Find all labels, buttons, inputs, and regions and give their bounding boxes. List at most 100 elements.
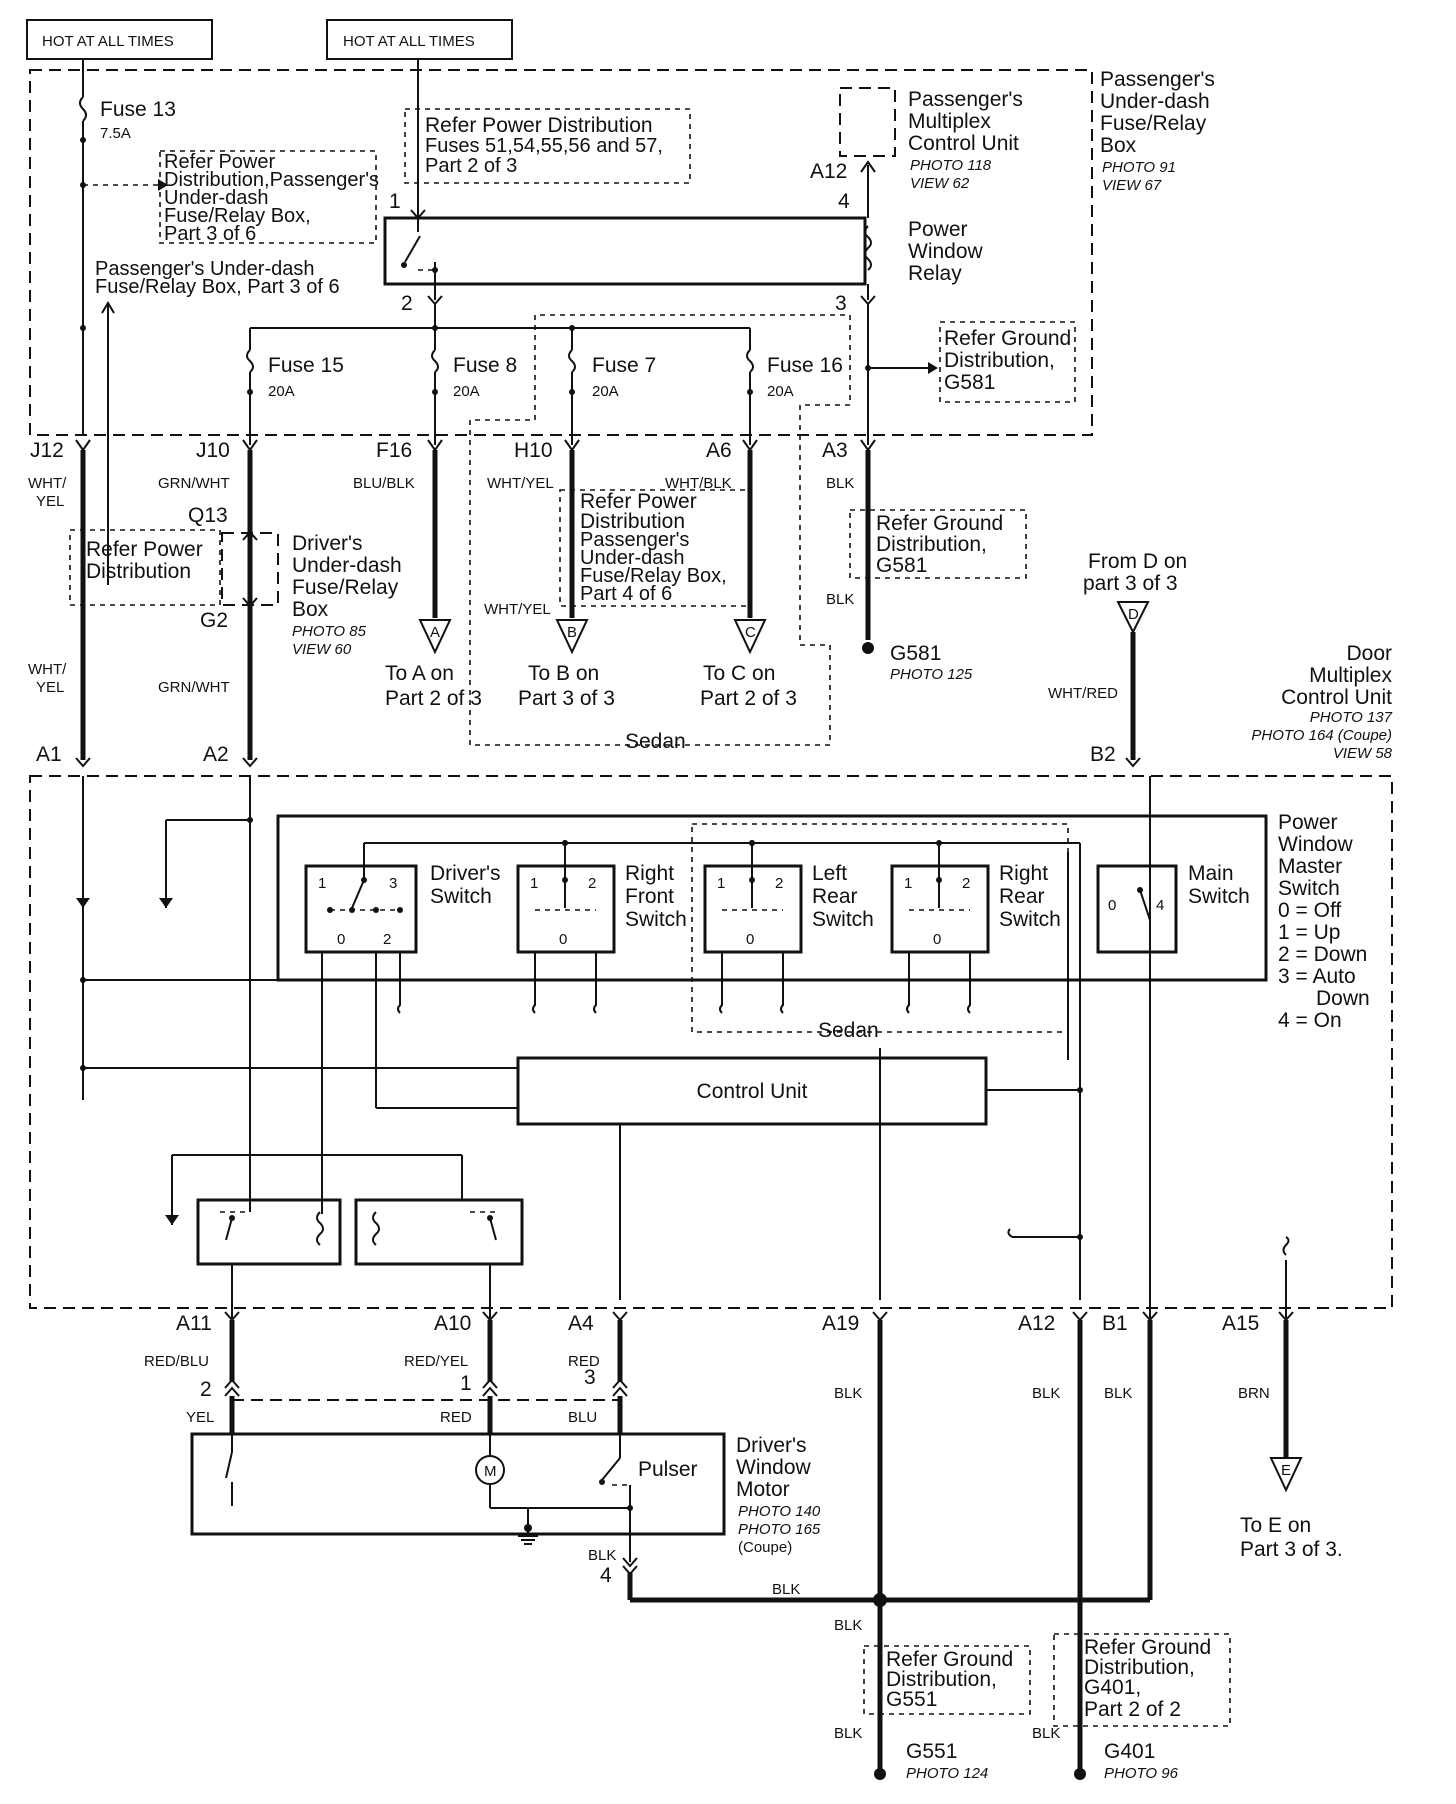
svg-text:Power: Power [908, 218, 968, 241]
control-unit: Control Unit [516, 1056, 988, 1126]
svg-text:3: 3 [835, 292, 847, 315]
svg-text:Right: Right [625, 862, 674, 885]
svg-text:Rear: Rear [812, 885, 858, 908]
svg-text:Box: Box [292, 598, 329, 621]
svg-text:3: 3 [584, 1366, 596, 1389]
svg-text:A4: A4 [568, 1312, 594, 1335]
svg-text:G581: G581 [876, 554, 927, 577]
svg-text:PHOTO 137: PHOTO 137 [1310, 709, 1393, 726]
svg-text:Part 3 of 6: Part 3 of 6 [164, 223, 256, 245]
svg-text:2: 2 [383, 931, 391, 948]
svg-text:Part 2 of 3: Part 2 of 3 [700, 687, 797, 710]
svg-text:G581: G581 [890, 642, 941, 665]
svg-text:Switch: Switch [625, 908, 687, 931]
svg-text:A3: A3 [822, 439, 848, 462]
svg-text:G401,: G401, [1084, 1676, 1141, 1699]
svg-text:Window: Window [908, 240, 984, 263]
svg-text:To C on: To C on [703, 662, 775, 685]
svg-text:G2: G2 [200, 609, 228, 632]
under-dash-box-label: Passenger's Under-dash Fuse/Relay Box PH… [1100, 68, 1215, 194]
fuse-13: Fuse 13 7.5A [79, 59, 176, 435]
svg-text:Master: Master [1278, 855, 1342, 878]
hot-label-left: HOT AT ALL TIMES [26, 19, 213, 60]
svg-text:A: A [430, 624, 440, 641]
refer-ground-g581-mid: Refer Ground Distribution, G581 [849, 509, 1027, 579]
svg-text:G581: G581 [944, 371, 995, 394]
connector-c: C To C on Part 2 of 3 [700, 619, 797, 710]
svg-text:3 = Auto: 3 = Auto [1278, 965, 1356, 988]
svg-text:(Coupe): (Coupe) [738, 1539, 792, 1556]
svg-text:Multiplex: Multiplex [908, 110, 991, 133]
switch-panel [276, 814, 1268, 982]
svg-text:Refer Power: Refer Power [580, 490, 697, 513]
svg-text:1: 1 [530, 875, 538, 892]
svg-text:Refer Ground: Refer Ground [1084, 1636, 1211, 1659]
svg-text:1: 1 [460, 1372, 472, 1395]
motor-relay-left [196, 1198, 342, 1266]
refer-ground-g551: Refer Ground Distribution, G551 [863, 1645, 1031, 1715]
svg-text:Sedan: Sedan [818, 1019, 879, 1042]
svg-text:Switch: Switch [1278, 877, 1340, 900]
svg-text:20A: 20A [767, 383, 794, 400]
svg-text:J12: J12 [30, 439, 64, 462]
svg-text:Part 3 of 3.: Part 3 of 3. [1240, 1538, 1343, 1561]
svg-text:HOT AT ALL TIMES: HOT AT ALL TIMES [343, 33, 475, 50]
svg-text:BLK: BLK [588, 1547, 616, 1564]
svg-text:G551: G551 [906, 1740, 957, 1763]
refer-ground-g401: Refer Ground Distribution, G401, Part 2 … [1053, 1633, 1231, 1727]
svg-text:VIEW 58: VIEW 58 [1333, 745, 1393, 762]
svg-text:20A: 20A [268, 383, 295, 400]
svg-text:WHT/: WHT/ [28, 475, 67, 492]
svg-text:Passenger's: Passenger's [1100, 68, 1215, 91]
svg-text:Fuse/Relay: Fuse/Relay [1100, 112, 1207, 135]
svg-text:0: 0 [337, 931, 345, 948]
svg-text:1: 1 [717, 875, 725, 892]
svg-text:YEL: YEL [36, 679, 64, 696]
refer-pd-passenger-box: Refer Power Distribution,Passenger's Und… [159, 150, 379, 245]
svg-text:Part 2 of 3: Part 2 of 3 [425, 155, 517, 177]
svg-text:1: 1 [904, 875, 912, 892]
svg-text:A10: A10 [434, 1312, 471, 1335]
svg-text:1: 1 [389, 190, 401, 213]
svg-text:From D on: From D on [1088, 550, 1187, 573]
refer-pd-left: Refer Power Distribution [69, 529, 221, 606]
svg-text:Left: Left [812, 862, 847, 885]
drivers-window-motor: M Pulser Driver's Window Motor PHOTO 140… [190, 1432, 821, 1556]
svg-text:Fuses 51,54,55,56 and 57,: Fuses 51,54,55,56 and 57, [425, 135, 663, 157]
svg-text:2: 2 [962, 875, 970, 892]
svg-text:PHOTO 165: PHOTO 165 [738, 1521, 821, 1538]
svg-text:Rear: Rear [999, 885, 1045, 908]
svg-text:Box: Box [1100, 134, 1137, 157]
svg-text:0: 0 [559, 931, 567, 948]
ground-g401: G401 PHOTO 96 [1074, 1740, 1179, 1782]
svg-text:HOT AT ALL TIMES: HOT AT ALL TIMES [42, 33, 174, 50]
svg-text:Driver's: Driver's [430, 862, 501, 885]
svg-text:C: C [745, 624, 756, 641]
svg-text:Fuse 8: Fuse 8 [453, 354, 517, 377]
svg-text:YEL: YEL [186, 1409, 214, 1426]
switch-ground-stubs [397, 952, 971, 1014]
svg-text:BLK: BLK [834, 1385, 862, 1402]
svg-text:PHOTO 85: PHOTO 85 [292, 623, 367, 640]
svg-text:2: 2 [775, 875, 783, 892]
svg-text:0: 0 [1108, 897, 1116, 914]
svg-text:Window: Window [736, 1456, 812, 1479]
svg-text:BLK: BLK [826, 475, 854, 492]
svg-text:Pulser: Pulser [638, 1458, 698, 1481]
svg-text:Distribution,: Distribution, [944, 349, 1055, 372]
svg-text:Driver's: Driver's [292, 532, 363, 555]
svg-text:GRN/WHT: GRN/WHT [158, 475, 230, 492]
fuse-8: Fuse 8 20A [431, 328, 517, 445]
svg-text:0 = Off: 0 = Off [1278, 899, 1341, 922]
svg-text:Distribution: Distribution [580, 510, 685, 533]
svg-text:A12: A12 [1018, 1312, 1055, 1335]
motor-relay-right [354, 1198, 524, 1266]
svg-text:4: 4 [838, 190, 850, 213]
svg-text:BLK: BLK [834, 1725, 862, 1742]
svg-text:Passenger's Under-dash: Passenger's Under-dash [95, 258, 315, 280]
svg-text:Part 4 of 6: Part 4 of 6 [580, 583, 672, 605]
svg-text:Passenger's: Passenger's [908, 88, 1023, 111]
connector-a: A To A on Part 2 of 3 [385, 619, 482, 710]
svg-text:E: E [1281, 1462, 1291, 1479]
svg-text:Fuse/Relay Box,: Fuse/Relay Box, [580, 565, 727, 587]
